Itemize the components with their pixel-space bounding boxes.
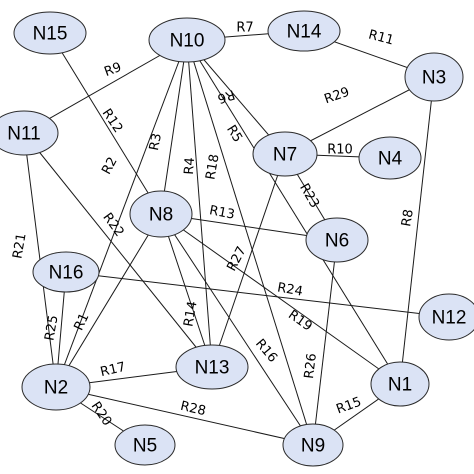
node-shape-n12 xyxy=(418,293,474,341)
edge-label-r10: R10 xyxy=(327,143,353,158)
node-label-n11: N11 xyxy=(7,124,40,145)
node-shape-n9 xyxy=(282,423,344,467)
edge-r3 xyxy=(160,39,188,215)
node-label-n4: N4 xyxy=(378,149,403,170)
edge-r22 xyxy=(23,132,213,368)
edge-r24 xyxy=(65,271,450,318)
node-n6: N6 xyxy=(305,217,369,263)
node-label-n12: N12 xyxy=(432,308,467,329)
edge-r8 xyxy=(399,76,435,385)
node-shape-n3 xyxy=(404,52,464,102)
node-shape-n5 xyxy=(114,424,176,466)
node-shape-n8 xyxy=(129,190,193,238)
edge-r2 xyxy=(55,39,188,388)
edge-r28 xyxy=(55,386,314,446)
node-n16: N16 xyxy=(32,251,100,293)
edge-r12 xyxy=(49,32,162,215)
edge-r14 xyxy=(160,213,213,368)
edge-r19 xyxy=(160,213,401,385)
edge-r16 xyxy=(160,213,314,446)
node-label-n9: N9 xyxy=(301,436,325,457)
node-shape-n2 xyxy=(21,363,91,411)
edge-label-r19: R19 xyxy=(285,308,315,335)
node-n8: N8 xyxy=(129,190,193,238)
edge-label-r5: R5 xyxy=(223,123,245,146)
node-label-n15: N15 xyxy=(33,24,68,45)
node-label-n7: N7 xyxy=(273,145,297,166)
edge-label-r25: R25 xyxy=(42,314,61,342)
edge-label-r6: R6 xyxy=(215,86,236,106)
node-n4: N4 xyxy=(358,136,422,180)
edge-label-r16: R16 xyxy=(252,336,280,365)
edge-label-r3: R3 xyxy=(147,132,165,152)
node-shape-n14 xyxy=(267,10,341,52)
node-shape-n16 xyxy=(32,251,100,293)
edge-label-r13: R13 xyxy=(208,203,236,223)
node-n12: N12 xyxy=(418,293,474,341)
node-label-n5: N5 xyxy=(133,436,157,457)
edge-label-r29: R29 xyxy=(322,85,351,108)
edge-r1 xyxy=(55,213,162,388)
node-shape-n11 xyxy=(0,110,59,156)
edge-label-r18: R18 xyxy=(203,153,222,181)
edge-r18 xyxy=(186,39,314,446)
edge-label-r24: R24 xyxy=(276,280,304,299)
edge-label-r17: R17 xyxy=(99,360,127,380)
edge-label-r11: R11 xyxy=(367,27,396,48)
edge-label-r8: R8 xyxy=(399,208,417,228)
edge-label-r20: R20 xyxy=(88,399,115,429)
edge-label-r14: R14 xyxy=(181,300,200,328)
edge-label-r23: R23 xyxy=(296,181,322,211)
node-label-n10: N10 xyxy=(170,31,205,52)
edge-label-r7: R7 xyxy=(236,21,253,36)
edge-label-r26: R26 xyxy=(302,352,320,379)
edge-label-r2: R2 xyxy=(99,155,120,177)
node-shape-n13 xyxy=(175,344,249,390)
node-label-n3: N3 xyxy=(422,68,446,89)
node-n11: N11 xyxy=(0,110,59,156)
edge-label-r12: R12 xyxy=(99,106,126,136)
node-shape-n4 xyxy=(358,136,422,180)
node-n10: N10 xyxy=(148,17,226,63)
node-label-n8: N8 xyxy=(149,205,173,226)
node-label-n2: N2 xyxy=(44,378,68,399)
node-label-n14: N14 xyxy=(287,22,322,43)
node-shape-n15 xyxy=(13,11,87,55)
node-label-n6: N6 xyxy=(325,231,349,252)
edge-r27 xyxy=(211,153,286,368)
edge-label-r22: R22 xyxy=(99,210,126,240)
node-label-n16: N16 xyxy=(49,263,84,284)
node-n7: N7 xyxy=(252,131,318,177)
node-label-n1: N1 xyxy=(388,375,412,396)
node-n1: N1 xyxy=(370,361,430,407)
node-n3: N3 xyxy=(404,52,464,102)
edge-label-r4: R4 xyxy=(182,157,198,175)
node-n14: N14 xyxy=(267,10,341,52)
node-shape-n7 xyxy=(252,131,318,177)
edge-r4 xyxy=(186,39,213,368)
node-shape-n10 xyxy=(148,17,226,63)
edge-r5 xyxy=(186,39,401,385)
node-shape-n1 xyxy=(370,361,430,407)
edge-label-r28: R28 xyxy=(179,399,207,419)
node-n2: N2 xyxy=(21,363,91,411)
edge-label-r1: R1 xyxy=(72,311,93,333)
edge-label-r21: R21 xyxy=(10,232,29,260)
node-n9: N9 xyxy=(282,423,344,467)
node-n13: N13 xyxy=(175,344,249,390)
edge-r26 xyxy=(312,239,338,446)
node-n5: N5 xyxy=(114,424,176,466)
node-shape-n6 xyxy=(305,217,369,263)
node-label-n13: N13 xyxy=(195,358,230,379)
node-n15: N15 xyxy=(13,11,87,55)
edge-label-r15: R15 xyxy=(334,395,363,418)
edge-label-r9: R9 xyxy=(102,60,123,80)
